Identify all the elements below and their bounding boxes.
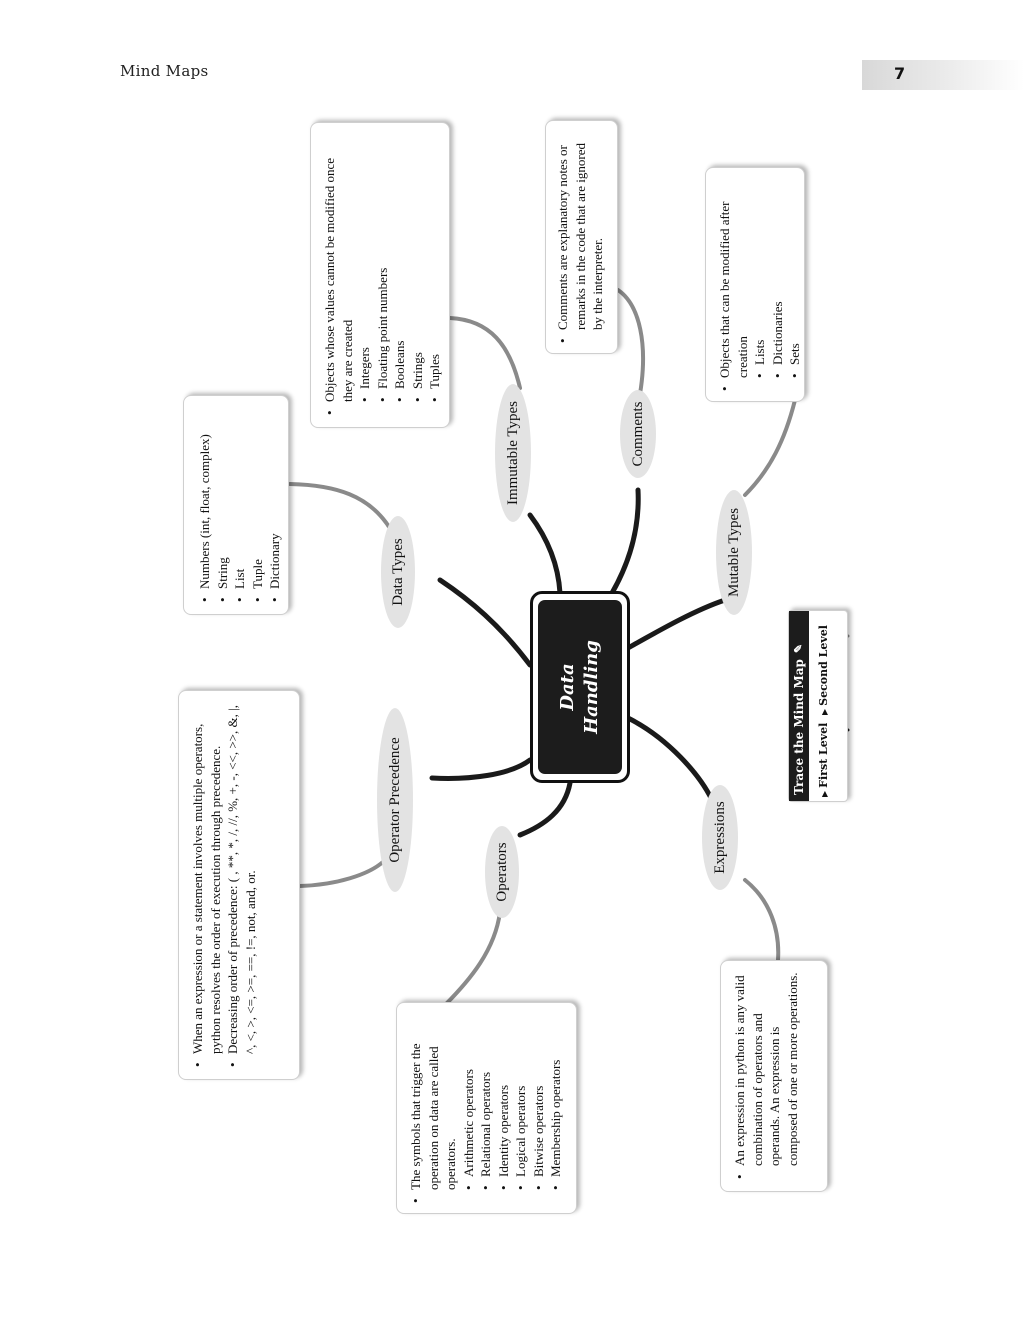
page-number: 7 bbox=[894, 64, 906, 83]
line-comments-card bbox=[616, 288, 646, 396]
legend-box: Trace the Mind Map ✎ ▶First Level ▶Secon… bbox=[788, 610, 848, 802]
line-precedence-card bbox=[298, 858, 387, 888]
card-data-types: Numbers (int, float, complex) String Lis… bbox=[183, 395, 289, 615]
list-item: Dictionaries bbox=[769, 178, 787, 378]
list-item: Strings bbox=[409, 133, 427, 402]
card-comments: Comments are explanatory notes or remark… bbox=[545, 120, 618, 354]
legend-second-level: ▶Second Level bbox=[817, 625, 830, 715]
list-item: String bbox=[214, 406, 232, 602]
line-operators-card bbox=[443, 910, 502, 1007]
line-immutable-card bbox=[448, 316, 522, 390]
list-item: An expression in python is any valid com… bbox=[731, 971, 801, 1179]
list-item: Dictionary bbox=[266, 406, 284, 602]
list-item: Membership operators bbox=[547, 1011, 565, 1190]
page-number-tab bbox=[862, 60, 1024, 90]
legend-first-level: ▶First Level bbox=[817, 722, 830, 797]
branch-mutable-types: Mutable Types bbox=[716, 490, 752, 615]
central-node-title-line2: Handling bbox=[581, 640, 602, 734]
line-center-comments bbox=[609, 487, 641, 596]
list-item: The symbols that trigger the operation o… bbox=[407, 1011, 565, 1203]
list-item: Logical operators bbox=[512, 1011, 530, 1190]
running-header: Mind Maps bbox=[120, 62, 209, 80]
list-item: Identity operators bbox=[495, 1011, 513, 1190]
card-mutable-types: Objects that can be modified after creat… bbox=[705, 167, 805, 402]
card-expressions: An expression in python is any valid com… bbox=[720, 960, 828, 1192]
arrow-icon: ▶ bbox=[819, 790, 829, 797]
list-item: Sets bbox=[786, 178, 804, 378]
central-node-title-line1: Data bbox=[557, 663, 578, 711]
list-item: Bitwise operators bbox=[530, 1011, 548, 1190]
branch-expressions: Expressions bbox=[702, 785, 738, 890]
card-operators: The symbols that trigger the operation o… bbox=[396, 1002, 577, 1214]
central-node-label: Data Handling bbox=[538, 600, 622, 774]
list-item: Integers bbox=[356, 133, 374, 402]
line-center-precedence bbox=[429, 757, 533, 781]
line-center-immutable bbox=[527, 512, 563, 596]
list-item: When an expression or a statement involv… bbox=[189, 703, 224, 1067]
line-center-operators bbox=[517, 780, 573, 838]
list-item: Relational operators bbox=[477, 1011, 495, 1190]
card-operator-precedence: When an expression or a statement involv… bbox=[178, 690, 300, 1080]
line-center-mutable bbox=[625, 597, 728, 651]
list-item: List bbox=[231, 406, 249, 602]
line-mutable-card bbox=[743, 398, 797, 497]
line-expressions-card bbox=[743, 878, 781, 962]
branch-immutable-types: Immutable Types bbox=[495, 384, 531, 522]
list-item: Decreasing order of precedence: ( , **, … bbox=[224, 703, 259, 1067]
branch-data-types: Data Types bbox=[381, 516, 415, 628]
central-node bbox=[538, 600, 622, 774]
arrow-icon: ▶ bbox=[819, 708, 829, 715]
list-item: Booleans bbox=[391, 133, 409, 402]
card-immutable-types: Objects whose values cannot be modified … bbox=[310, 122, 450, 428]
list-item: Lists bbox=[751, 178, 769, 378]
line-center-data-types bbox=[437, 577, 533, 668]
pencil-icon: ✎ bbox=[792, 643, 805, 654]
list-item: Tuples bbox=[426, 133, 444, 402]
list-item: Objects that can be modified after creat… bbox=[716, 178, 804, 391]
list-item: Arithmetic operators bbox=[460, 1011, 478, 1190]
list-item: Objects whose values cannot be modified … bbox=[321, 133, 444, 415]
branch-operator-precedence: Operator Precedence bbox=[377, 708, 413, 892]
list-item: Floating point numbers bbox=[374, 133, 392, 402]
branch-operators: Operators bbox=[485, 826, 519, 918]
legend-title: Trace the Mind Map ✎ bbox=[789, 611, 809, 801]
list-item: Comments are explanatory notes or remark… bbox=[554, 129, 607, 343]
list-item: Tuple bbox=[249, 406, 267, 602]
line-center-expressions bbox=[625, 715, 715, 803]
line-data-types-card bbox=[288, 482, 393, 532]
branch-comments: Comments bbox=[620, 390, 656, 478]
list-item: Numbers (int, float, complex) bbox=[196, 406, 214, 602]
